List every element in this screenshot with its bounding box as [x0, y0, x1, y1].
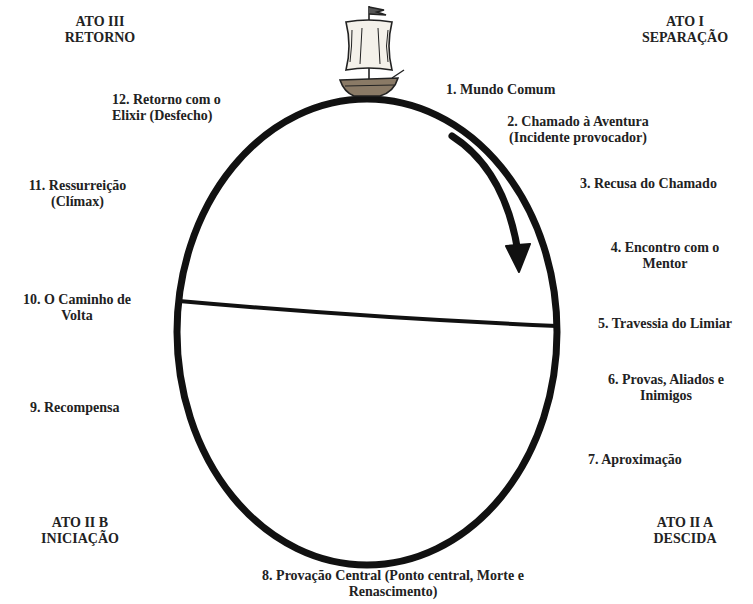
act-heading: ATO III RETORNO: [50, 14, 150, 46]
stage-label: 6. Provas, Aliados e Inimigos: [588, 372, 744, 404]
stage-label: 4. Encontro com o Mentor: [590, 240, 740, 272]
act-heading: ATO II B INICIAÇÃO: [25, 515, 135, 547]
journey-circle: [177, 99, 557, 565]
arrow-head: [506, 244, 530, 272]
ship-drawing: [340, 6, 404, 96]
stage-label: 11. Ressurreição (Clímax): [10, 178, 145, 210]
stage-label: 3. Recusa do Chamado: [580, 176, 717, 192]
stage-label: 12. Retorno com o Elixir (Desfecho): [112, 92, 252, 124]
stage-label: 1. Mundo Comum: [446, 82, 555, 98]
stage-label: 2. Chamado à Aventura (Incidente provoca…: [478, 114, 678, 146]
stage-label: 9. Recompensa: [30, 400, 119, 416]
stage-label: 10. O Caminho de Volta: [18, 292, 136, 324]
stage-label: 5. Travessia do Limiar: [590, 316, 740, 332]
stage-label: 7. Aproximação: [588, 452, 682, 468]
divider-line: [179, 301, 557, 326]
act-heading: ATO I SEPARAÇÃO: [630, 14, 740, 46]
act-heading: ATO II A DESCIDA: [635, 515, 735, 547]
stage-label: 8. Provação Central (Ponto central, Mort…: [228, 568, 558, 600]
direction-arrow: [452, 136, 518, 252]
